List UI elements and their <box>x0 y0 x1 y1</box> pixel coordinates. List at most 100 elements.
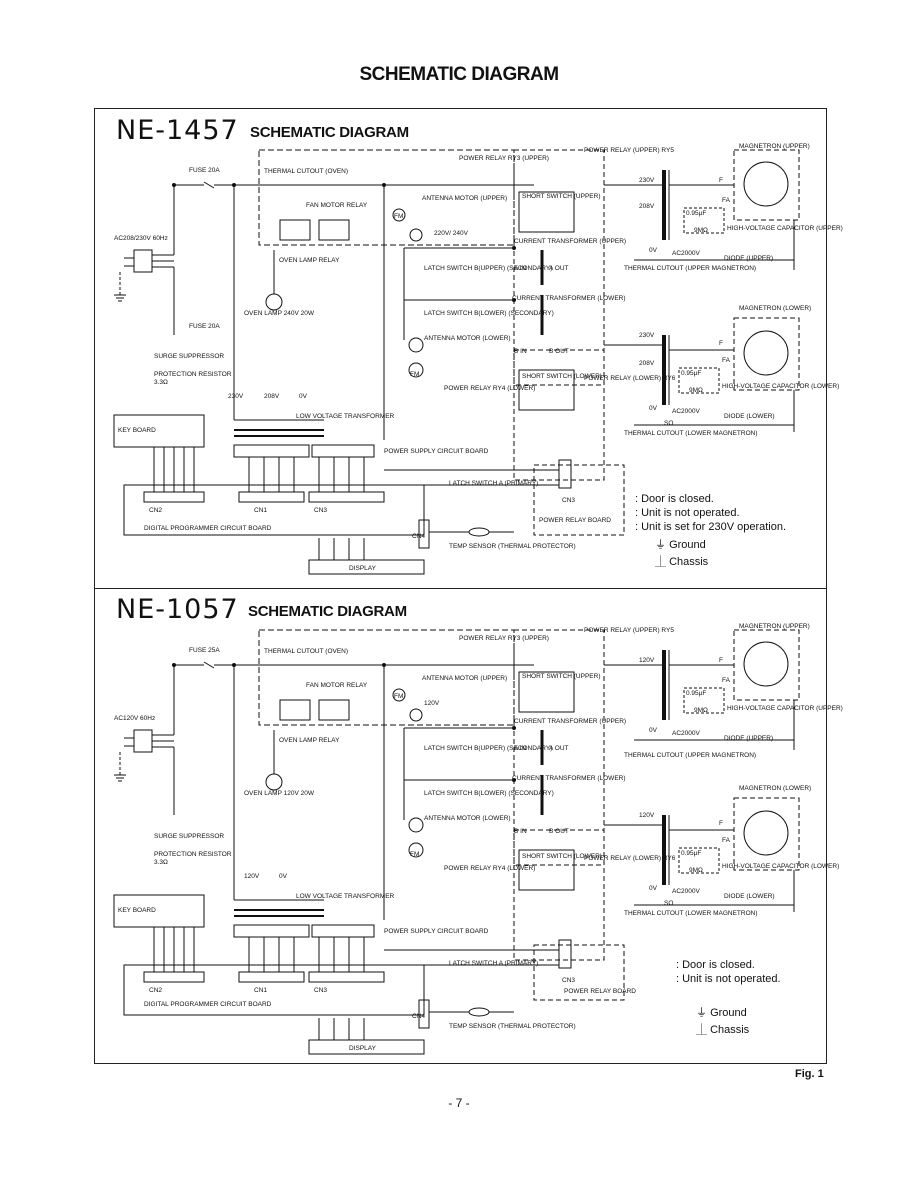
supply-label-bottom: AC120V 60Hz <box>114 715 155 722</box>
magnetron-lower-label: MAGNETRON (LOWER) <box>739 305 811 312</box>
current-transformer-upper-label-b: CURRENT TRANSFORMER (UPPER) <box>514 718 626 725</box>
key-board-label-b: KEY BOARD <box>118 907 156 914</box>
a-in-label-b: A IN <box>514 745 527 752</box>
cn3-board-label-b: CN3 <box>314 987 327 994</box>
model-ne1457: NE-1457 <box>116 115 239 146</box>
a-in-label: A IN <box>514 265 527 272</box>
model-ne1057: NE-1057 <box>116 594 239 625</box>
diagram-frame <box>94 108 827 1064</box>
b-in-label: B IN <box>514 348 527 355</box>
resistor-9m-upper: 9MΩ <box>694 227 708 234</box>
mag-lower-tap-0: 230V <box>639 332 655 339</box>
ac2000v-upper-b: AC2000V <box>672 730 700 737</box>
fa-upper: FA <box>722 197 731 204</box>
page-number: - 7 - <box>448 1096 470 1110</box>
tap-230-top: 230V <box>228 393 244 400</box>
page-title: SCHEMATIC DIAGRAM <box>359 64 559 85</box>
magnetron-upper-label-b: MAGNETRON (UPPER) <box>739 623 810 630</box>
fa-upper-b: FA <box>722 677 731 684</box>
ground-icon: ⏚ <box>655 539 670 551</box>
thermal-cutout-upper-mag: THERMAL CUTOUT (UPPER MAGNETRON) <box>624 265 756 272</box>
capacitor-lower-value: 0.95μF <box>681 370 701 377</box>
supply-label-top: AC208/230V 60Hz <box>114 235 168 242</box>
zero-v-lower: 0V <box>649 405 658 412</box>
f-lower-b: F <box>719 820 723 827</box>
digital-programmer-label-b: DIGITAL PROGRAMMER CIRCUIT BOARD <box>144 1001 272 1008</box>
oven-lamp-relay-label-b: OVEN LAMP RELAY <box>279 737 340 744</box>
cn1-label-b: CN1 <box>254 987 267 994</box>
resistor-9m-upper-b: 9MΩ <box>694 707 708 714</box>
ac2000v-upper: AC2000V <box>672 250 700 257</box>
digital-programmer-label: DIGITAL PROGRAMMER CIRCUIT BOARD <box>144 525 272 532</box>
f-lower: F <box>719 340 723 347</box>
fa-lower-b: FA <box>722 837 731 844</box>
schematic-ne1457: FUSE 20A FUSE 20A AC208/230V 60Hz THERMA… <box>113 143 843 575</box>
short-switch-upper-label-b: SHORT SWITCH (UPPER) <box>522 673 601 680</box>
note-230v-top: : Unit is set for 230V operation. <box>635 521 787 533</box>
antenna-voltage-top: 220V/ 240V <box>434 230 469 237</box>
cn4-label-b: CN4 <box>412 1013 425 1020</box>
legend-top: : Door is closed. : Unit is not operated… <box>635 492 786 569</box>
power-relay-ry3-label-b: POWER RELAY RY3 (UPPER) <box>459 635 549 642</box>
power-relay-ry5-label-b: POWER RELAY (UPPER) RY5 <box>584 627 674 634</box>
latch-b-upper-label-b: LATCH SWITCH B(UPPER) (SECONDARY) <box>424 745 552 752</box>
fm-lower-label-b: FM <box>410 851 419 858</box>
legend-ground-top: Ground <box>669 539 706 551</box>
surge-label: SURGE SUPPRESSOR <box>154 353 224 360</box>
note-door-closed-bottom: : Door is closed. <box>676 959 755 971</box>
fm-upper-label-b: FM <box>394 693 403 700</box>
note-not-operated-bottom: : Unit is not operated. <box>676 973 781 985</box>
legend-bottom: : Door is closed. : Unit is not operated… <box>676 958 781 1037</box>
mag-lower-tap-b: 120V <box>639 812 655 819</box>
hv-cap-upper-label-b: HIGH-VOLTAGE CAPACITOR (UPPER) <box>727 705 843 712</box>
power-relay-ry5-label: POWER RELAY (UPPER) RY5 <box>584 147 674 154</box>
tap-208-top: 208V <box>264 393 280 400</box>
hv-cap-upper-label: HIGH-VOLTAGE CAPACITOR (UPPER) <box>727 225 843 232</box>
capacitor-lower-value-b: 0.95μF <box>681 850 701 857</box>
fm-lower-label: FM <box>410 371 419 378</box>
current-transformer-upper-label: CURRENT TRANSFORMER (UPPER) <box>514 238 626 245</box>
power-relay-ry4-label: POWER RELAY RY4 (LOWER) <box>444 385 535 392</box>
latch-b-lower-label: LATCH SWITCH B(LOWER) (SECONDARY) <box>424 310 554 317</box>
magnetron-lower-label-b: MAGNETRON (LOWER) <box>739 785 811 792</box>
cn2-label-b: CN2 <box>149 987 162 994</box>
low-voltage-transformer-label: LOW VOLTAGE TRANSFORMER <box>296 413 395 420</box>
so-lower: SO <box>664 420 673 427</box>
oven-lamp-relay-label: OVEN LAMP RELAY <box>279 257 340 264</box>
display-label: DISPLAY <box>349 565 377 572</box>
capacitor-upper-value-b: 0.95μF <box>686 690 706 697</box>
resistor-9m-lower-b: 9MΩ <box>689 867 703 874</box>
fm-upper-label: FM <box>394 213 403 220</box>
cn3-board-label: CN3 <box>314 507 327 514</box>
chassis-icon: ⏊ <box>655 556 670 568</box>
display-label-b: DISPLAY <box>349 1045 377 1052</box>
latch-b-lower-label-b: LATCH SWITCH B(LOWER) (SECONDARY) <box>424 790 554 797</box>
current-transformer-lower-label-b: CURRENT TRANSFORMER (LOWER) <box>512 775 626 782</box>
cn3-relay-label-b: CN3 <box>562 977 575 984</box>
power-relay-ry6-label: POWER RELAY (LOWER) RY6 <box>584 375 676 382</box>
b-in-label-b: B IN <box>514 828 527 835</box>
hv-cap-lower-label: HIGH-VOLTAGE CAPACITOR (LOWER) <box>722 383 839 390</box>
figure-label: Fig. 1 <box>795 1068 824 1080</box>
key-board-label: KEY BOARD <box>118 427 156 434</box>
hv-cap-lower-label-b: HIGH-VOLTAGE CAPACITOR (LOWER) <box>722 863 839 870</box>
f-upper: F <box>719 177 723 184</box>
b-out-label-b: B OUT <box>549 828 569 835</box>
diode-lower-label-b: DIODE (LOWER) <box>724 893 775 900</box>
power-relay-ry6-label-b: POWER RELAY (LOWER) RY6 <box>584 855 676 862</box>
cn2-label: CN2 <box>149 507 162 514</box>
protection-label: PROTECTION RESISTOR <box>154 371 232 378</box>
b-out-label: B OUT <box>549 348 569 355</box>
power-supply-board-label: POWER SUPPLY CIRCUIT BOARD <box>384 448 489 455</box>
subtitle-ne1057: SCHEMATIC DIAGRAM <box>248 603 407 620</box>
diode-lower-label: DIODE (LOWER) <box>724 413 775 420</box>
surge-label-b: SURGE SUPPRESSOR <box>154 833 224 840</box>
ac2000v-lower-b: AC2000V <box>672 888 700 895</box>
thermal-cutout-upper-mag-b: THERMAL CUTOUT (UPPER MAGNETRON) <box>624 752 756 759</box>
cn3-relay-label: CN3 <box>562 497 575 504</box>
power-relay-ry4-label-b: POWER RELAY RY4 (LOWER) <box>444 865 535 872</box>
ground-icon: ⏚ <box>696 1007 711 1019</box>
section-divider <box>94 588 827 589</box>
fuse-label-top: FUSE 20A <box>189 167 220 174</box>
latch-b-upper-label: LATCH SWITCH B(UPPER) (SECONDARY) <box>424 265 552 272</box>
